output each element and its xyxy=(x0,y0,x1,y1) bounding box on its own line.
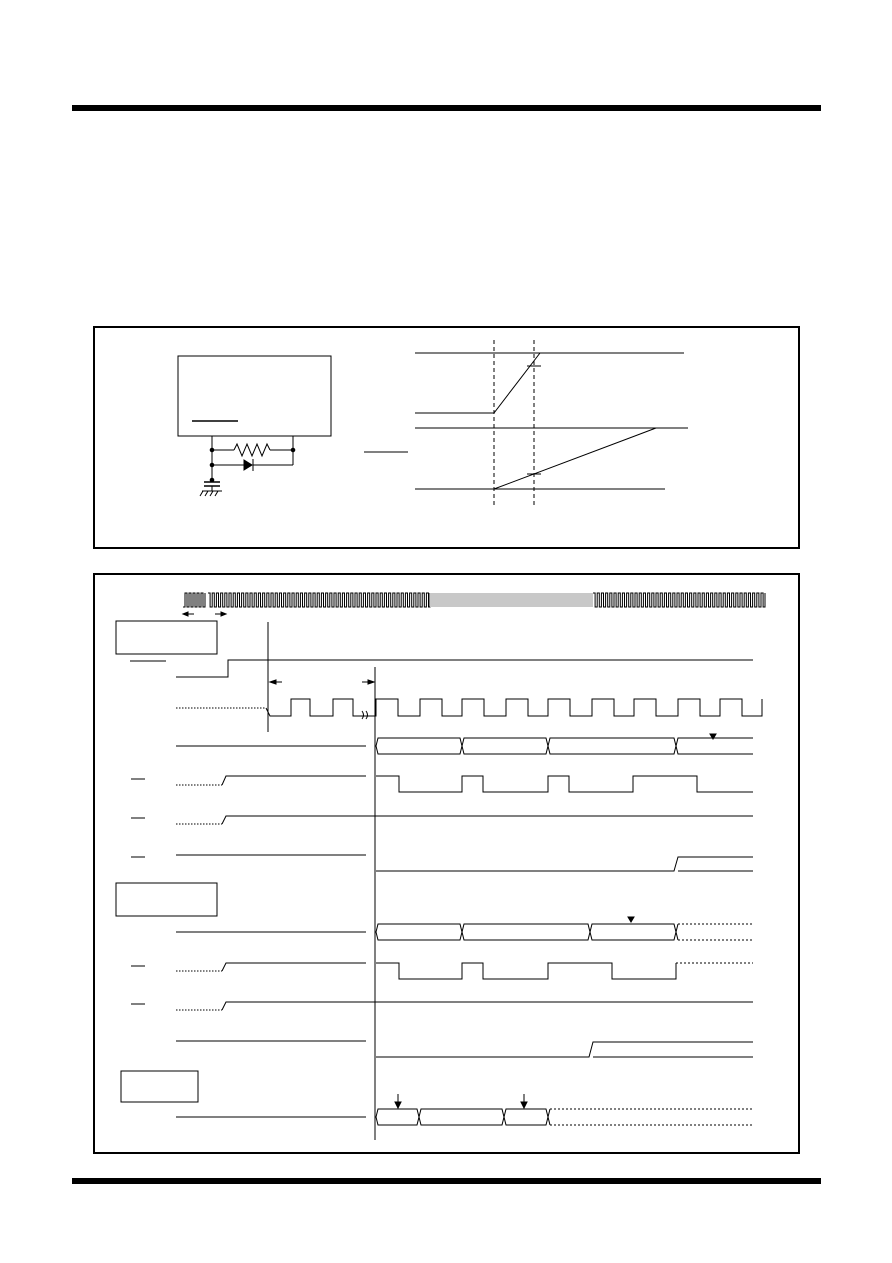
bus-segment xyxy=(547,737,677,755)
phase-box-2 xyxy=(115,882,218,917)
reset-circuit-frame xyxy=(93,326,800,549)
clock-signal xyxy=(183,592,766,608)
bus-segment xyxy=(375,737,463,755)
bus-segment xyxy=(461,923,591,941)
address-bus-1 xyxy=(375,737,753,755)
bus-segment xyxy=(503,1108,549,1126)
clock-train xyxy=(593,592,766,608)
address-bus-3 xyxy=(375,1108,753,1126)
clock-train xyxy=(208,592,431,608)
strobe-1 xyxy=(221,775,366,786)
supply-ramp xyxy=(415,352,541,414)
ic-block xyxy=(177,355,332,437)
clock-interval-arrows xyxy=(181,611,228,617)
clock-output xyxy=(265,698,763,717)
diode xyxy=(243,459,253,471)
reset-circuit xyxy=(177,355,332,497)
phase-box-3 xyxy=(120,1070,199,1103)
header-rule xyxy=(72,105,821,111)
strobe-4 xyxy=(221,962,366,972)
bus-segment xyxy=(375,923,463,941)
bus-segment xyxy=(461,737,549,755)
phase-box-1 xyxy=(115,620,218,655)
timing-diagram-frame xyxy=(93,573,800,1154)
bus-segment xyxy=(418,1108,505,1126)
stopped-clock-region xyxy=(430,593,593,607)
footer-rule xyxy=(72,1178,821,1184)
resistor xyxy=(233,442,271,458)
address-bus-2 xyxy=(375,923,753,941)
clock-train xyxy=(183,592,206,608)
bus-segment xyxy=(375,1108,420,1126)
start-delay-arrows xyxy=(268,679,376,685)
strobe-2 xyxy=(221,815,753,825)
bus-segment xyxy=(589,923,677,941)
bus3-arrows xyxy=(394,1094,528,1110)
reset-signal xyxy=(176,659,753,678)
reset-waveforms xyxy=(364,340,688,506)
strobe-5 xyxy=(221,1001,753,1011)
reset-ramp xyxy=(493,427,657,490)
